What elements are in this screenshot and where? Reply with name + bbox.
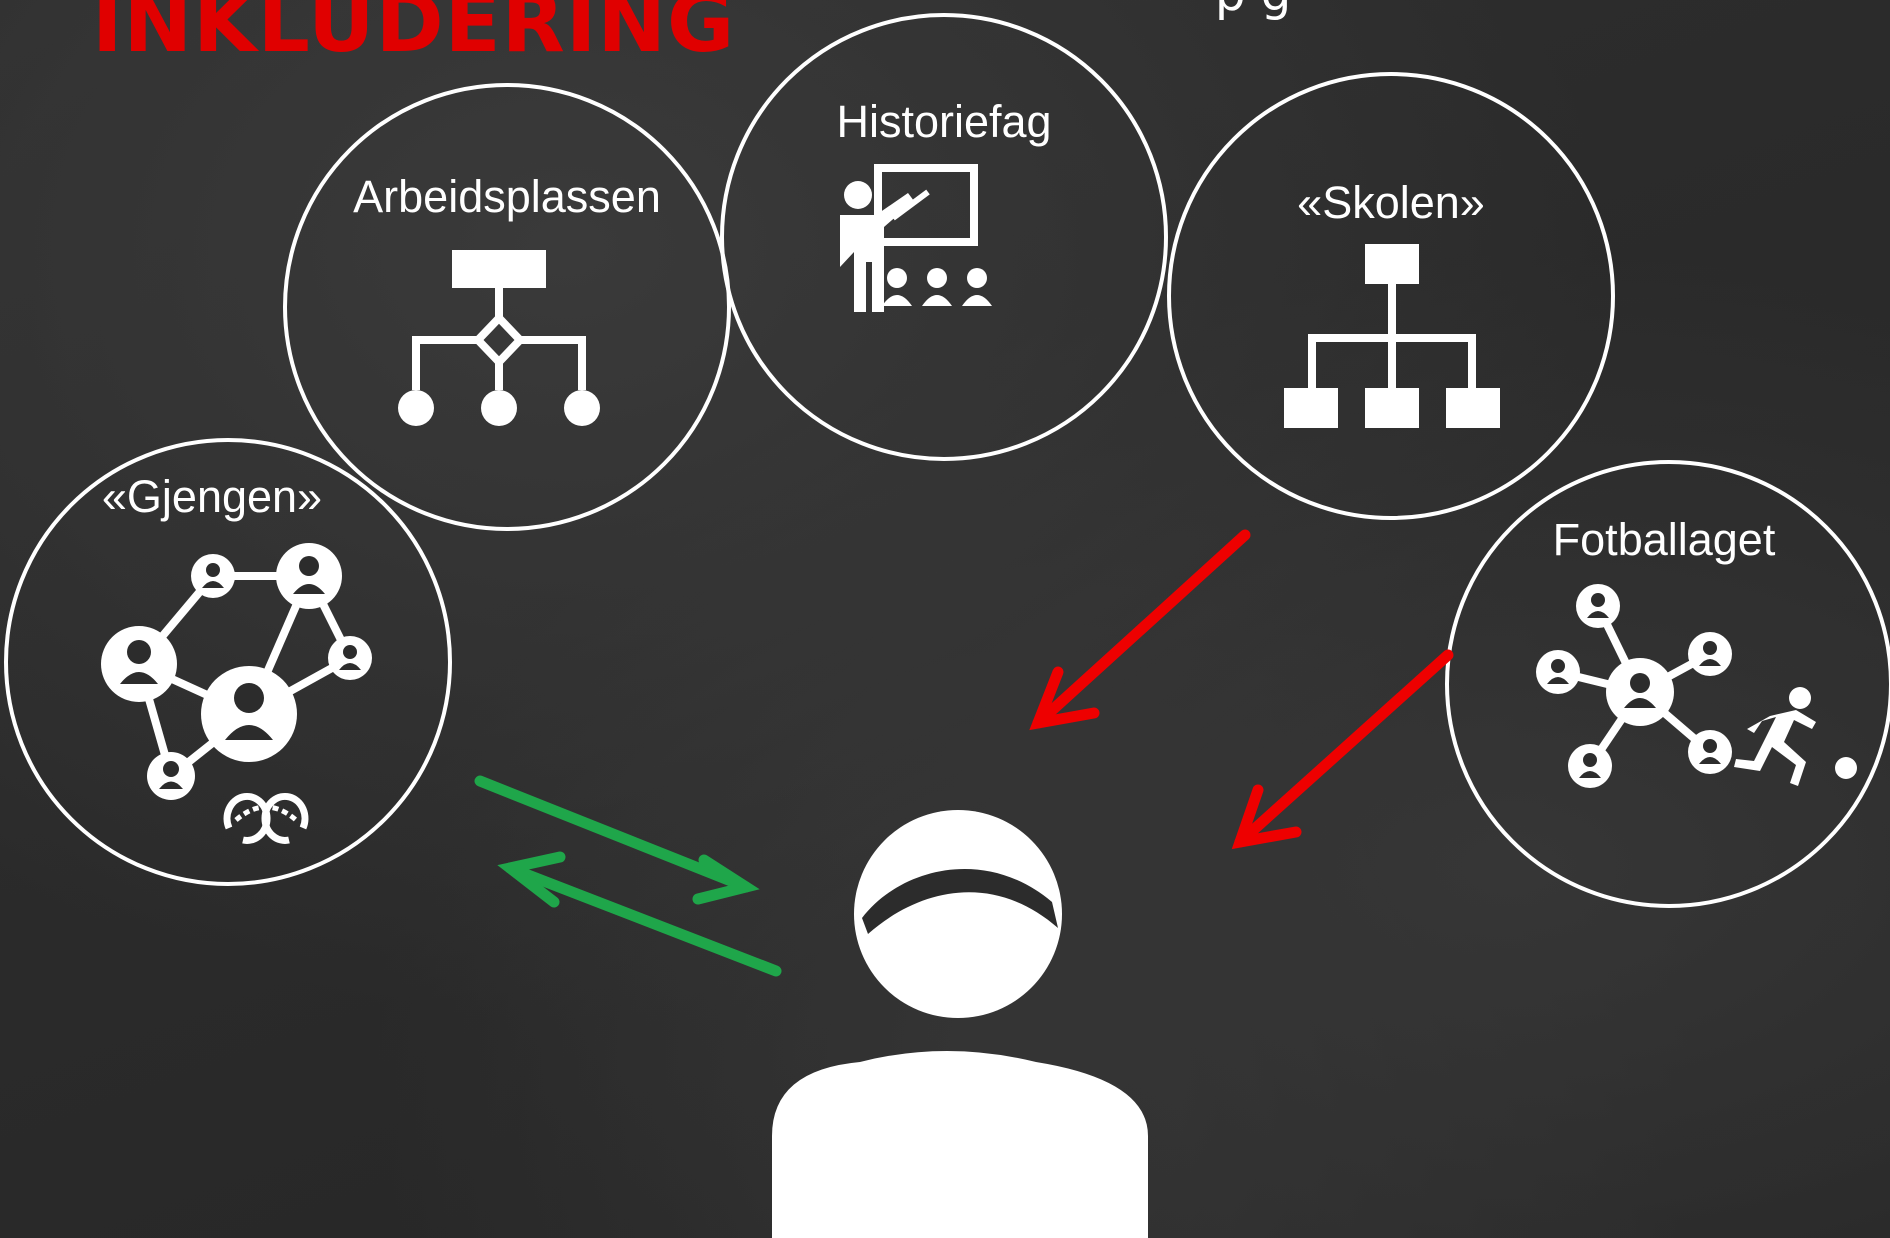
network-people-icon bbox=[1536, 584, 1732, 788]
arrow-skolen-to-person bbox=[1029, 529, 1251, 731]
org-chart-decision-icon bbox=[398, 250, 600, 426]
circle-label-gjengen: «Gjengen» bbox=[102, 471, 322, 522]
circle-arbeidsplassen: Arbeidsplassen bbox=[283, 83, 731, 531]
arrow-fotballaget-to-person bbox=[1231, 649, 1454, 850]
arrow-gjengen-to-person bbox=[474, 775, 760, 905]
cropped-header-text: p g bbox=[1215, 0, 1291, 22]
circle-gjengen: «Gjengen» bbox=[4, 438, 452, 886]
circle-skolen: «Skolen» bbox=[1167, 72, 1615, 520]
network-people-icon bbox=[101, 543, 372, 800]
handcuffs-icon bbox=[223, 792, 309, 844]
teacher-presentation-icon bbox=[840, 164, 992, 312]
circle-historiefag: Historiefag bbox=[720, 13, 1168, 461]
person-icon bbox=[772, 810, 1148, 1238]
runner-ball-icon bbox=[1734, 687, 1857, 786]
arrow-person-to-gjengen bbox=[497, 851, 782, 977]
page-title: INKLUDERING bbox=[92, 0, 736, 71]
circle-label-fotballaget: Fotballaget bbox=[1553, 514, 1776, 565]
circle-label-historiefag: Historiefag bbox=[836, 96, 1051, 147]
hierarchy-icon bbox=[1284, 244, 1500, 428]
circle-label-skolen: «Skolen» bbox=[1297, 177, 1485, 228]
circle-label-arbeidsplassen: Arbeidsplassen bbox=[353, 171, 661, 222]
circle-fotballaget: Fotballaget bbox=[1445, 460, 1890, 908]
